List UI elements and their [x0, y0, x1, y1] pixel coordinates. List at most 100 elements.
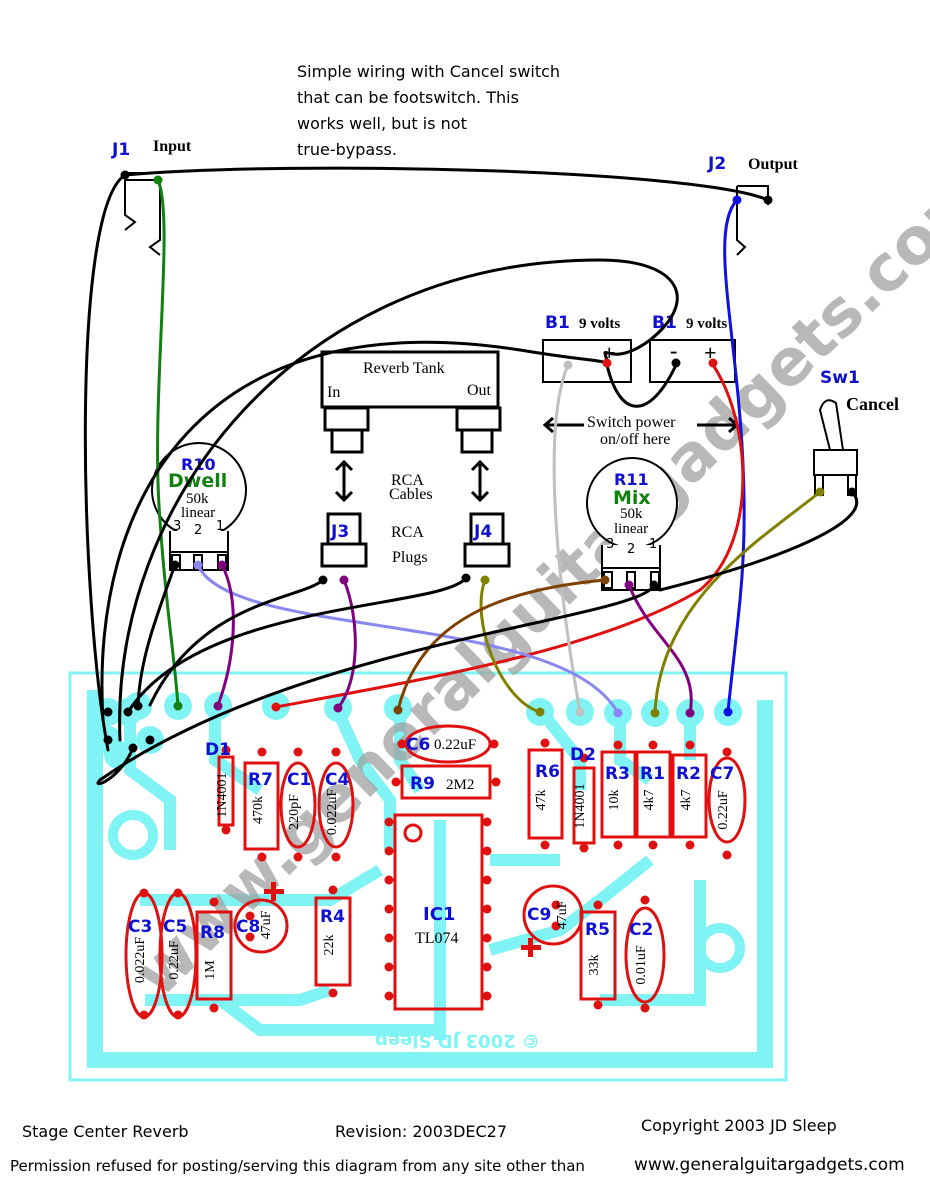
d2-body: [572, 766, 596, 845]
wires: [83, 166, 859, 786]
wire-terminal: [600, 575, 610, 585]
wire-battery-ground: [118, 258, 679, 742]
cancel-switch: [813, 399, 858, 496]
wire-terminal: [624, 580, 634, 590]
d1-body: [217, 755, 235, 827]
ic1-pin1-marker: [403, 823, 423, 843]
wire-j1-j2-ground: [123, 166, 770, 202]
c2-value: 0.01uF: [634, 945, 649, 985]
component-lead: [139, 1010, 149, 1020]
polarity-marks: [264, 882, 541, 957]
wire-terminal: [217, 560, 227, 570]
r11-pin1: 1: [649, 537, 657, 552]
ic1-pin: [384, 846, 394, 856]
c9-ref: C9: [527, 905, 551, 925]
wire-terminal: [103, 735, 113, 745]
component-lead: [685, 840, 695, 850]
footer-permission: Permission refused for posting/serving t…: [10, 1157, 585, 1175]
r11-ref: R11: [614, 470, 649, 489]
sw1-label: Cancel: [846, 394, 899, 414]
c4-value: 0.022uF: [325, 789, 340, 836]
c3-value: 0.022uF: [133, 937, 148, 984]
r9-value: 2M2: [446, 777, 474, 793]
wire-terminal: [732, 195, 742, 205]
r11-pin2: 2: [627, 542, 635, 557]
rca-cables-line2: Cables: [389, 486, 433, 503]
component-lead: [491, 777, 501, 787]
rca-plugs: [320, 512, 511, 568]
wire-terminal: [847, 487, 857, 497]
footer-website[interactable]: www.generalguitargadgets.com: [634, 1155, 905, 1175]
r10-value: 50k: [186, 491, 209, 507]
r1-ref: R1: [640, 764, 665, 784]
c1-body: [279, 761, 317, 849]
component-leads: [139, 738, 732, 1020]
sw1-ref: Sw1: [820, 368, 860, 388]
batteries: [542, 339, 736, 383]
pot-r10: [151, 442, 247, 571]
component-lead: [391, 777, 401, 787]
component-lead: [221, 745, 231, 755]
component-lead: [722, 850, 732, 860]
ic1-value: TL074: [415, 930, 459, 947]
wire-terminal: [763, 195, 773, 205]
description-line: Simple wiring with Cancel switch: [297, 62, 561, 81]
pcb-credit-text: © 2003 JD Sleep: [375, 1030, 540, 1051]
d2-ref: D2: [570, 745, 596, 765]
component-lead: [173, 1010, 183, 1020]
wire-j3-signal: [336, 578, 357, 710]
r2-ref: R2: [676, 764, 701, 784]
mounting-hole-right: [695, 923, 745, 973]
j1-label: Input: [153, 138, 192, 155]
wire-terminal: [133, 701, 143, 711]
wire-terminal: [535, 707, 545, 717]
wire-terminal: [723, 707, 733, 717]
ic1-ref: IC1: [423, 904, 455, 925]
footer-project: Stage Center Reverb: [22, 1122, 189, 1141]
wire-terminal: [213, 701, 223, 711]
jack-j1: [124, 172, 161, 256]
wire-terminal: [708, 358, 718, 368]
wire-r10-pin2: [196, 563, 620, 715]
component-lead: [613, 740, 623, 750]
rca-plugs-line2: Plugs: [392, 549, 428, 566]
r5-ref: R5: [585, 920, 610, 940]
wire-terminal: [103, 707, 113, 717]
r1-body: [635, 750, 672, 839]
ic1-pin: [482, 817, 492, 827]
wire-switch-a: [653, 490, 822, 715]
component-lead: [685, 740, 695, 750]
j3-ref: J3: [330, 522, 349, 542]
component-lead: [293, 747, 303, 757]
component-lead: [489, 739, 499, 749]
d1-value: 1N4001: [215, 772, 230, 817]
wire-terminal: [193, 560, 203, 570]
component-lead: [613, 840, 623, 850]
r9-body: [400, 764, 492, 800]
ic1-pin: [482, 962, 492, 972]
component-lead: [551, 921, 561, 931]
r11-taper: linear: [614, 521, 648, 537]
r9-ref: R9: [410, 774, 435, 794]
r4-ref: R4: [320, 907, 345, 927]
j2-ref: J2: [707, 154, 726, 174]
c1-ref: C1: [287, 770, 311, 790]
wire-r10-pin1: [216, 563, 235, 707]
component-lead: [331, 852, 341, 862]
component-lead: [245, 932, 255, 942]
trace: [216, 995, 440, 1036]
c7-ref: C7: [710, 764, 734, 784]
r10-pin1: 1: [216, 519, 224, 534]
ic1-pin: [482, 933, 492, 943]
rca-plugs-line1: RCA: [391, 524, 424, 541]
ic1-pin: [384, 933, 394, 943]
component-lead: [257, 747, 267, 757]
c6-ref: C6: [406, 735, 430, 755]
r6-ref: R6: [535, 762, 560, 782]
wire-battery1: [100, 340, 609, 722]
r8-ref: R8: [200, 923, 225, 943]
components: [124, 724, 747, 1019]
c1-value: 220pF: [287, 794, 302, 830]
ic1-pin: [384, 904, 394, 914]
wire-terminal: [120, 170, 130, 180]
